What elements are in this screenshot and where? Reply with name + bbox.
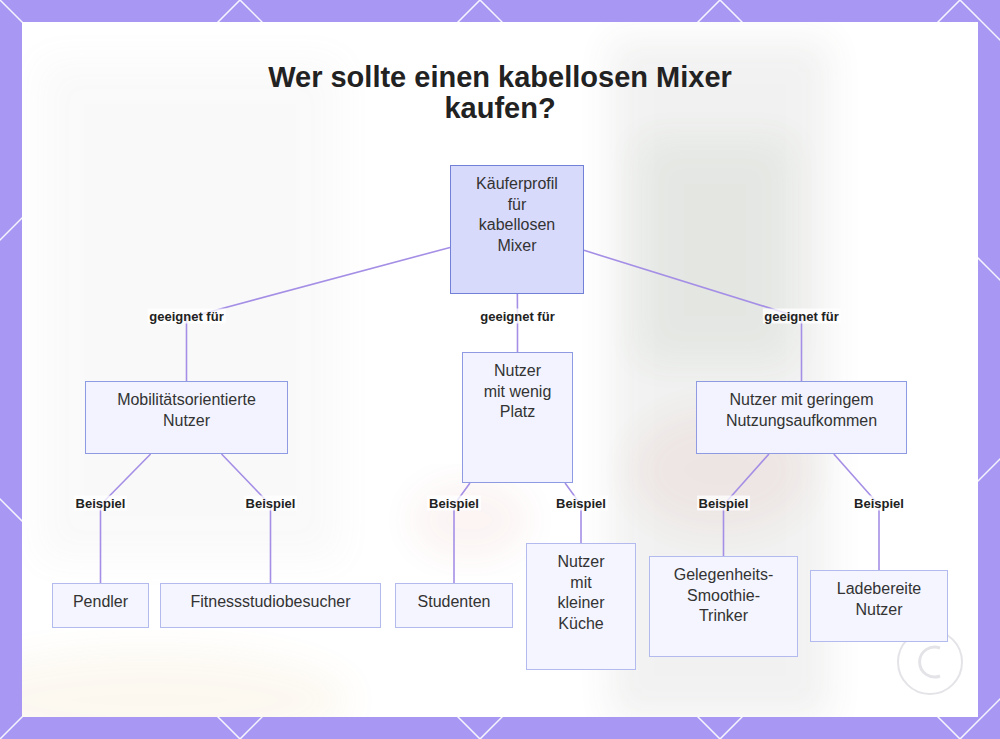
example-box: Studenten: [395, 583, 513, 628]
example-box: Ladebereite Nutzer: [810, 570, 948, 642]
example-box: Fitnessstudiobesucher: [160, 583, 381, 628]
category-box: Mobilitätsorientierte Nutzer: [85, 381, 288, 454]
logo-mark: [920, 647, 940, 677]
node-text: Pendler: [56, 592, 146, 613]
edge-label: geeignet für: [762, 309, 840, 324]
edge-label: Beispiel: [74, 496, 128, 511]
edge-label: geeignet für: [147, 309, 225, 324]
root-box: Käuferprofil für kabellosen Mixer: [450, 165, 584, 294]
node-text: Nutzer mit kleiner Küche: [553, 552, 609, 634]
faded-photo: [22, 40, 830, 717]
node-text: Nutzer mit geringem Nutzungsaufkommen: [706, 390, 898, 431]
connector-line: [187, 247, 451, 381]
connector-line: [222, 454, 271, 583]
diagram-title: Wer sollte einen kabellosen Mixer kaufen…: [230, 62, 770, 124]
node-text: Ladebereite Nutzer: [827, 579, 931, 620]
connector-line: [565, 483, 581, 543]
edge-label: geeignet für: [478, 309, 556, 324]
panel: [22, 22, 978, 717]
example-box: Pendler: [52, 583, 149, 628]
node-text: Gelegenheits- Smoothie- Trinker: [665, 565, 783, 627]
node-text: Käuferprofil für kabellosen Mixer: [468, 174, 566, 256]
edge-label: Beispiel: [852, 496, 906, 511]
node-text: Fitnessstudiobesucher: [166, 592, 376, 613]
edge-label: Beispiel: [554, 496, 608, 511]
connector-line: [834, 454, 879, 570]
node-text: Studenten: [399, 592, 509, 613]
node-text: Mobilitätsorientierte Nutzer: [97, 390, 277, 431]
edge-label: Beispiel: [427, 496, 481, 511]
edge-label: Beispiel: [697, 496, 751, 511]
example-box: Gelegenheits- Smoothie- Trinker: [649, 556, 798, 657]
connector-line: [101, 454, 151, 583]
category-box: Nutzer mit wenig Platz: [462, 352, 573, 483]
example-box: Nutzer mit kleiner Küche: [526, 543, 636, 670]
edge-label: Beispiel: [244, 496, 298, 511]
node-text: Nutzer mit wenig Platz: [482, 361, 554, 423]
category-box: Nutzer mit geringem Nutzungsaufkommen: [696, 381, 907, 454]
